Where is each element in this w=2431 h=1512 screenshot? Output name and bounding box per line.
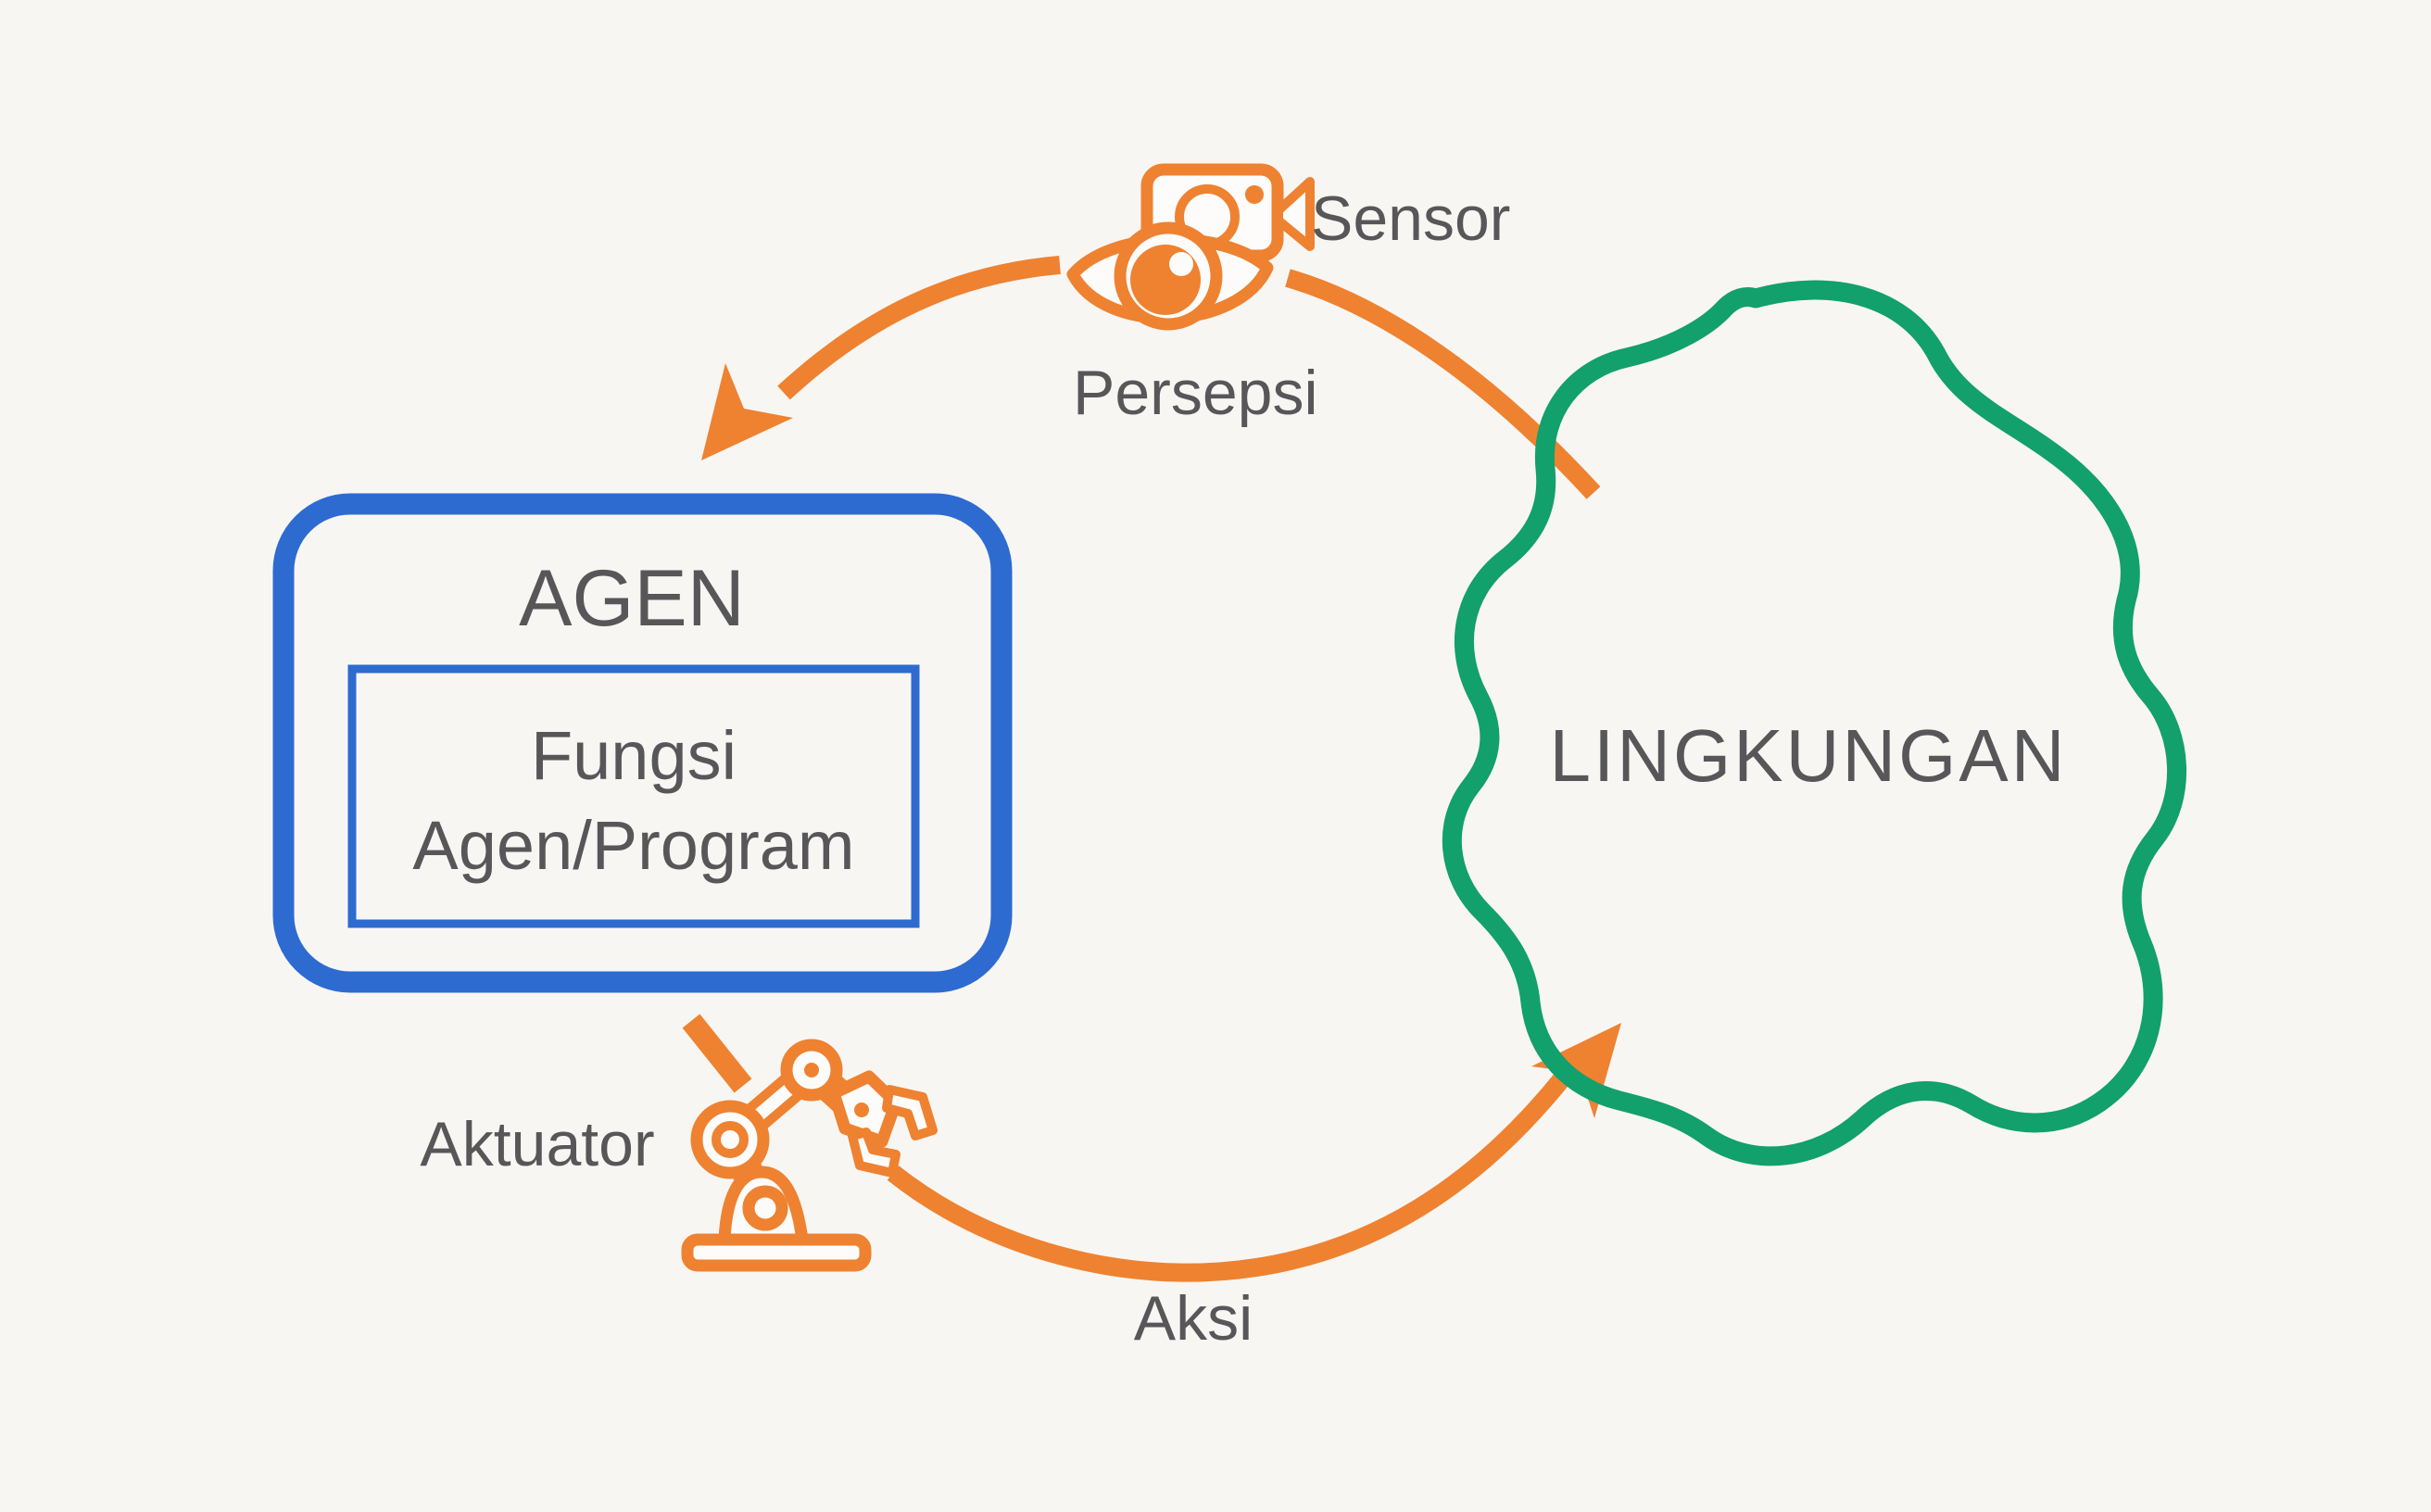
agent-box bbox=[272, 493, 1013, 993]
camera-indicator-dot bbox=[1245, 185, 1264, 204]
robot-arm-icon bbox=[681, 1014, 938, 1272]
sensor-label: Sensor bbox=[1311, 183, 1510, 254]
percept-arc bbox=[777, 256, 1061, 400]
agent-title: AGEN bbox=[519, 554, 745, 643]
action-label: Aksi bbox=[1134, 1283, 1253, 1354]
video-camera-eye-icon bbox=[1066, 163, 1315, 331]
percept-arrow bbox=[701, 256, 1061, 460]
robot-base-plate bbox=[681, 1233, 872, 1272]
camera-viewfinder bbox=[1274, 177, 1315, 251]
environment-label: LINGKUNGAN bbox=[1550, 714, 2068, 797]
claw-upper-finger bbox=[882, 1085, 938, 1140]
elbow-dot bbox=[804, 1063, 819, 1077]
wrist-dot bbox=[854, 1102, 869, 1117]
claw-lower-finger bbox=[848, 1128, 901, 1178]
eye-pupil bbox=[1130, 245, 1201, 315]
percept-arrowhead bbox=[701, 363, 793, 460]
perception-label: Persepsi bbox=[1073, 358, 1318, 428]
body-hole bbox=[742, 1185, 788, 1231]
environment-blob bbox=[1442, 280, 2186, 1166]
agent-function-box bbox=[347, 664, 920, 928]
agent-function-line1: Fungsi bbox=[531, 717, 737, 794]
shoulder-hub bbox=[712, 1121, 749, 1158]
robot-rod bbox=[682, 1014, 752, 1093]
eye-highlight bbox=[1169, 252, 1193, 276]
action-arc bbox=[887, 1070, 1571, 1282]
action-arrow bbox=[887, 1023, 1621, 1282]
actuator-label: Aktuator bbox=[420, 1109, 654, 1179]
agent-function-line2: Agen/Program bbox=[412, 807, 854, 884]
